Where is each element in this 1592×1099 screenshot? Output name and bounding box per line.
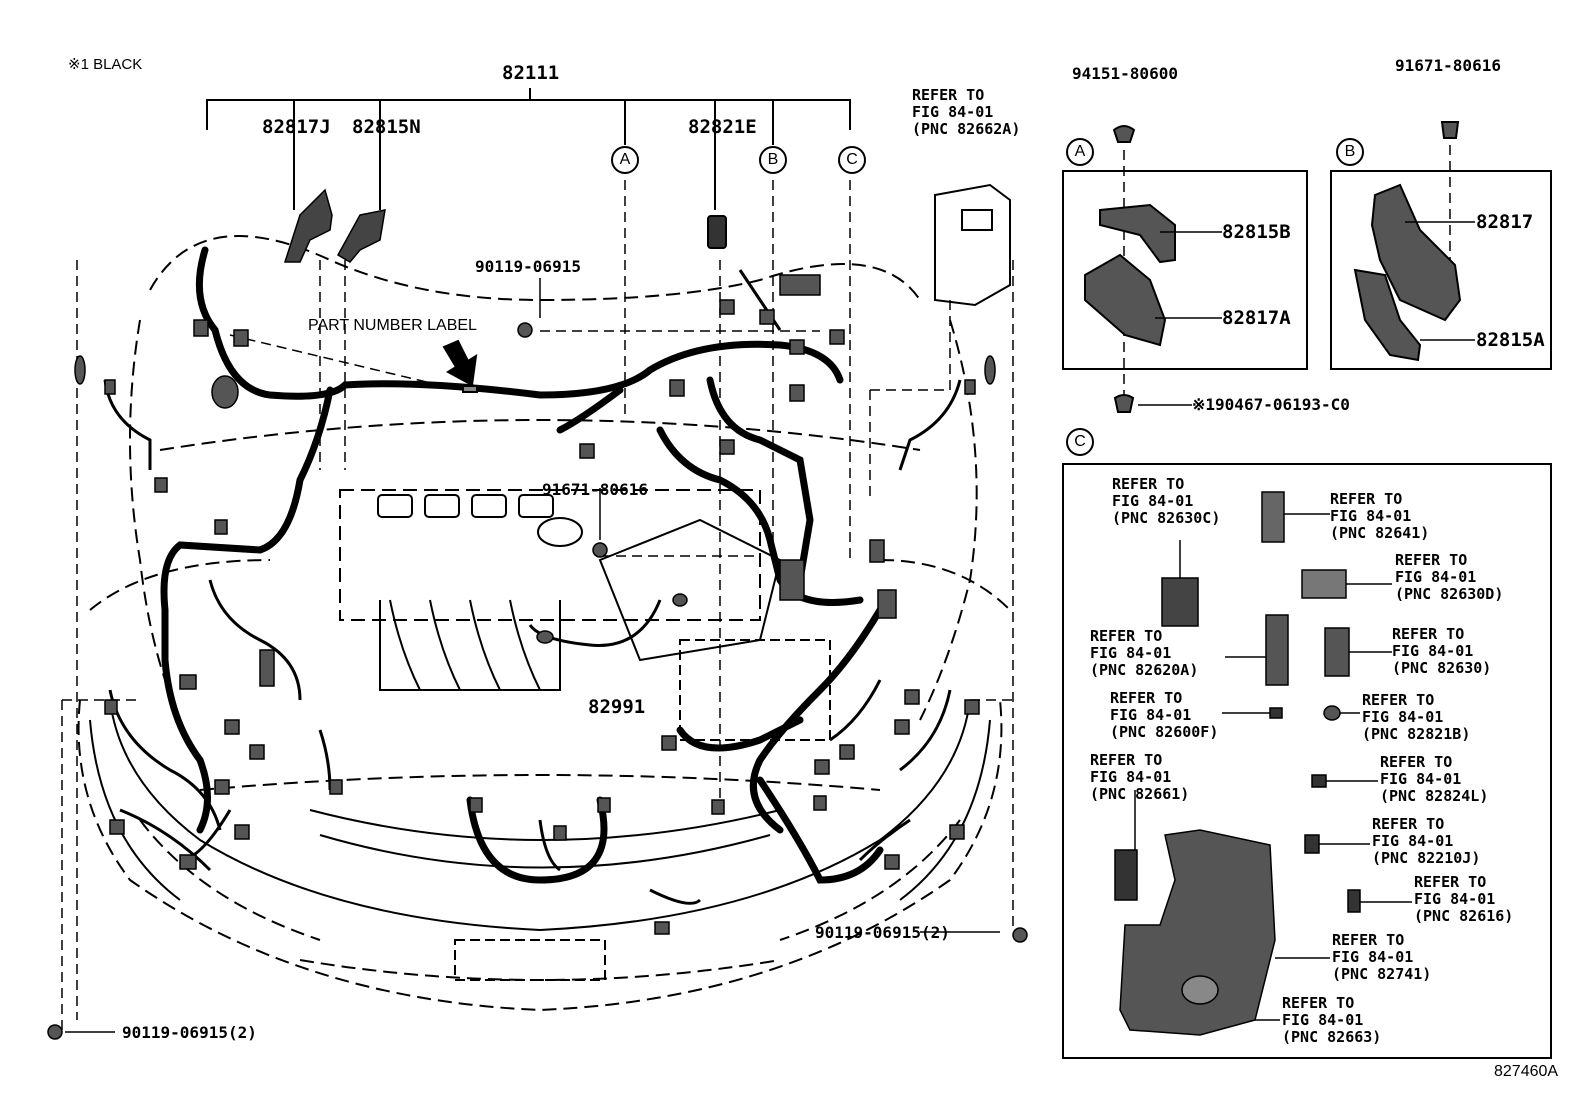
detail-b-box [1330,170,1552,370]
figure-id: 827460A [1494,1063,1559,1080]
marker-a-main: A [611,146,639,174]
label-82815B: 82815B [1222,221,1291,243]
detail-a-art [1084,125,1222,413]
marker-b-detail: B [1336,138,1364,166]
engine-block [377,494,831,741]
detail-c-box [1062,463,1552,1059]
detail-c-art [1114,491,1412,1036]
label-82815N: 82815N [352,116,421,138]
label-82991: 82991 [588,696,646,718]
main-leaders [61,180,1014,1030]
part-number-arrow [442,339,478,393]
marker-c-main: C [838,146,866,174]
label-82817A: 82817A [1222,307,1291,329]
label-91671-80616-b: 91671-80616 [1395,56,1501,75]
harness-bracket [206,88,851,210]
relay-block-82662A [934,183,1011,307]
label-bolt-left: 90119-06915(2) [122,1023,257,1042]
label-82815A: 82815A [1476,329,1545,351]
marker-c-detail: C [1066,428,1094,456]
label-90467-06193: ※190467-06193-C0 [1192,395,1350,414]
label-82817: 82817 [1476,211,1534,233]
connector-82821E [707,215,727,249]
marker-a-detail: A [1066,138,1094,166]
label-82111: 82111 [502,62,560,84]
label-bolt-right: 90119-06915(2) [815,923,950,942]
main-solid-leaders [65,278,1000,1033]
label-94151-80600: 94151-80600 [1072,64,1178,83]
label-82817J: 82817J [262,116,331,138]
label-82821E: 82821E [688,116,757,138]
connectors [47,274,1028,1040]
detail-a-box [1062,170,1308,370]
label-part-number: PART NUMBER LABEL [308,317,477,334]
main-harness-trunk [160,246,884,884]
engine-bay-outline [77,235,1011,1012]
label-bolt-top: 90119-06915 [475,257,581,276]
note-black: ※1 BLACK [68,56,143,73]
brackets-82817J-82815N [283,188,386,263]
detail-b-art [1353,121,1475,362]
marker-b-main: B [759,146,787,174]
label-bolt-engine: 91671-80616 [542,480,648,499]
